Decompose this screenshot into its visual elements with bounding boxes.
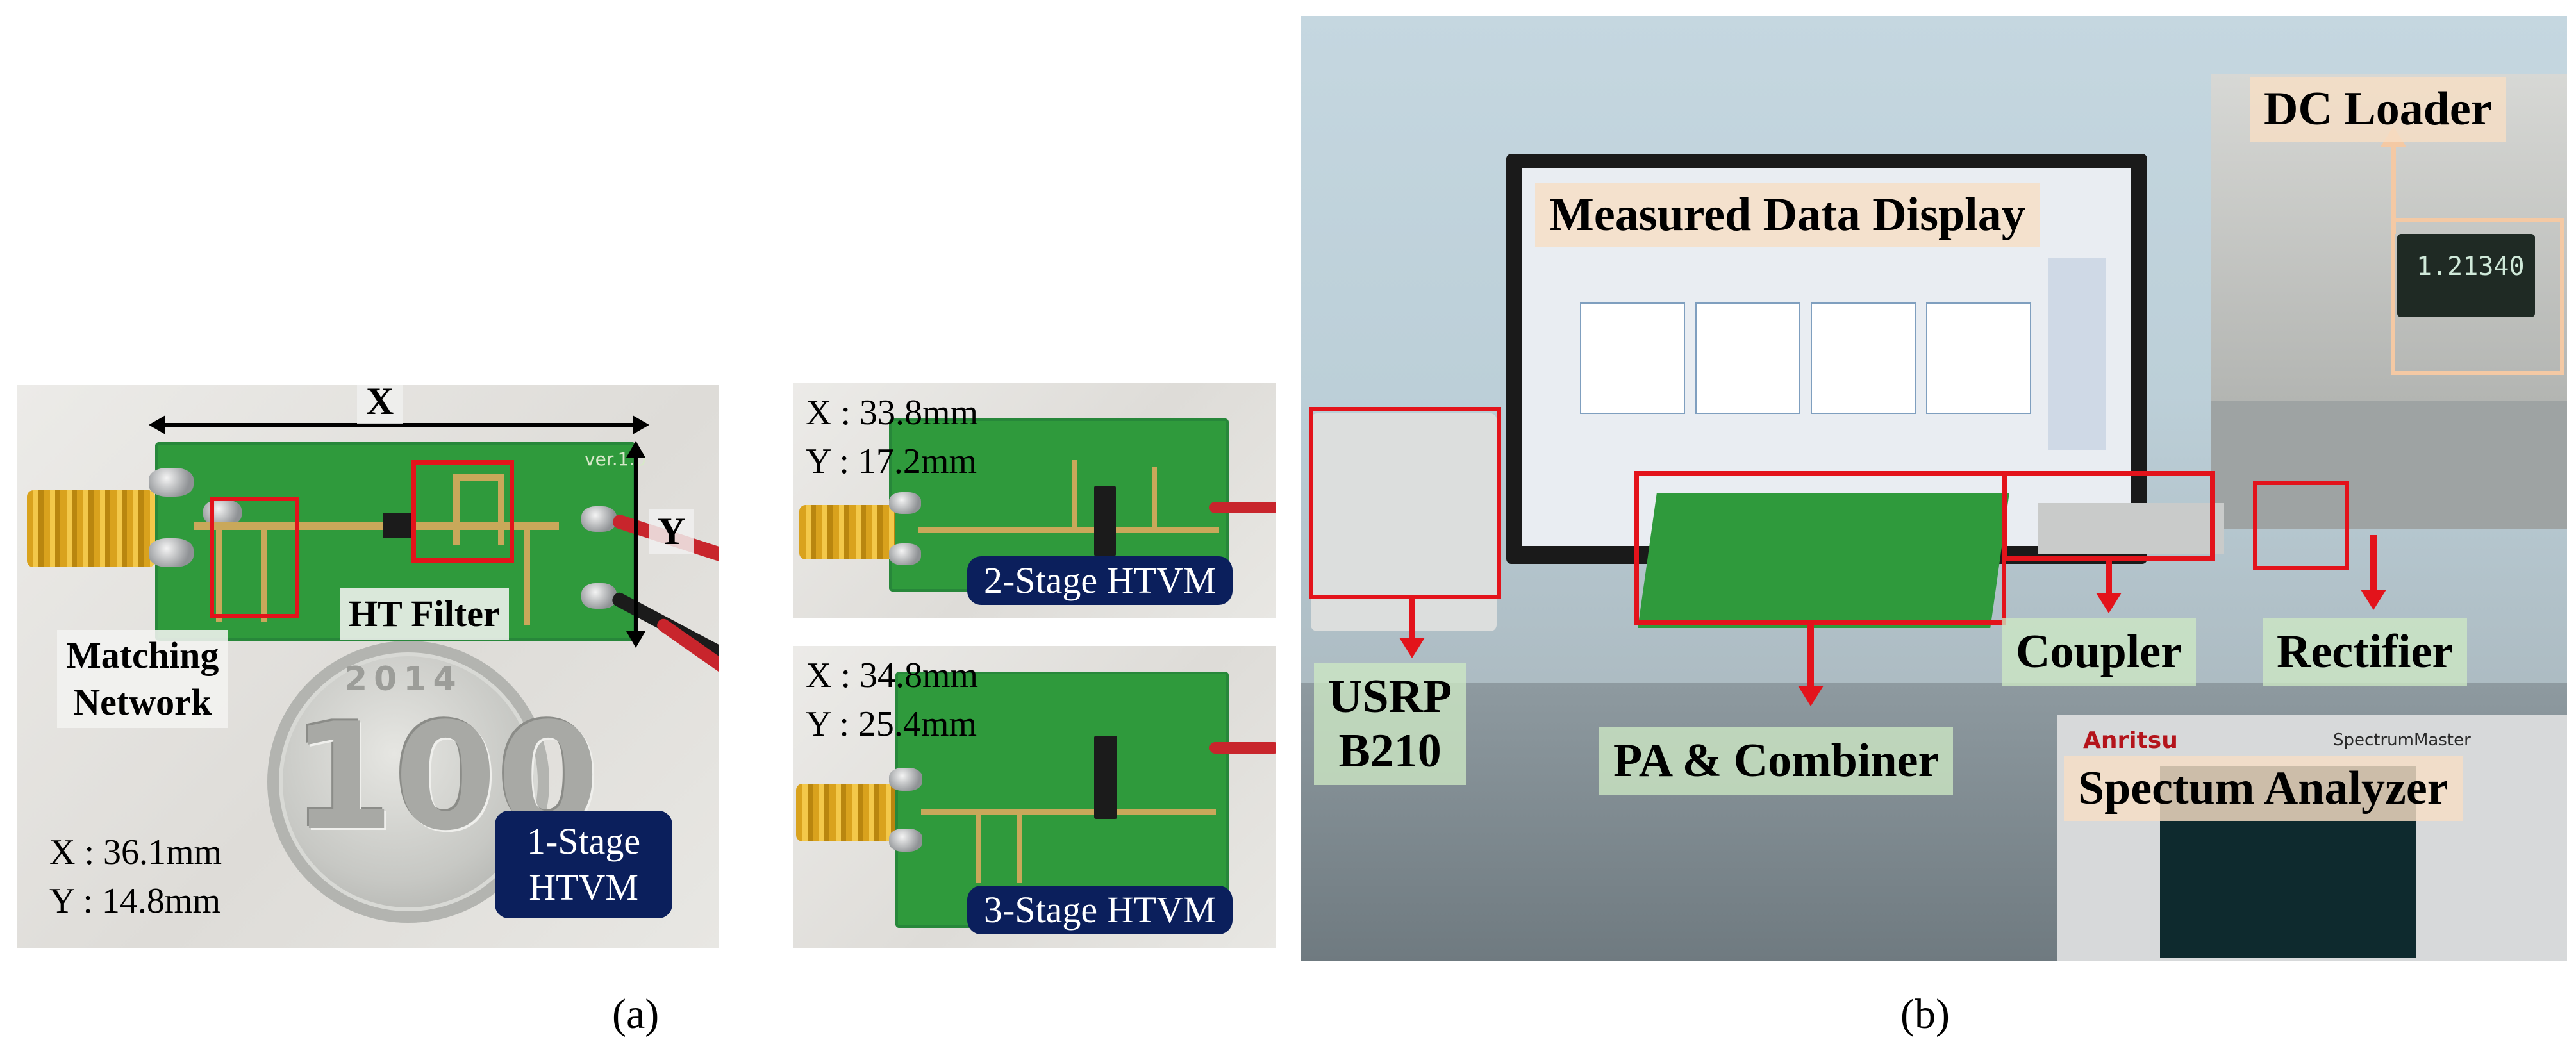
pcb-trace [261,526,267,622]
dc-loader-label: DC Loader [2250,77,2506,142]
pcb-trace [194,522,559,530]
sma-connector [796,784,895,841]
pa-combiner-box [1634,471,2006,625]
rectifier-box [2253,481,2349,570]
pcb-trace [460,474,504,481]
matching-network-box [210,497,299,618]
y-arrow-head-top [626,441,645,458]
instrument-stack [2211,401,2567,529]
plot-thumb [1580,302,1685,414]
dc-loader-readout: 1.21340 [2416,252,2525,281]
spectrum-analyzer-label: Spectum Analyzer [2064,756,2463,822]
photo-2-stage-htvm: X : 33.8mm Y : 17.2mm 2-Stage HTVM [793,383,1276,618]
usrp-b210-label: USRP B210 [1314,663,1467,786]
usrp-arrow [1409,596,1415,641]
pcb-trace [524,522,530,625]
caption-a: (a) [612,991,660,1038]
coupler-arrow-head [2096,593,2122,613]
solder-pad [581,506,617,532]
coupler-label: Coupler [2002,618,2196,686]
spectrum-analyzer: Anritsu SpectrumMaster [2057,715,2567,961]
pa-combiner-label: PA & Combiner [1599,727,1954,795]
y-arrow-head-bottom [626,631,645,648]
rectifier-arrow [2370,535,2377,593]
dc-loader-box [2391,218,2564,375]
usrp-arrow-head [1399,638,1425,658]
measured-data-display-label: Measured Data Display [1535,183,2040,248]
pcb-trace [498,474,504,545]
coupler-device [2038,503,2224,554]
badge-2-stage-htvm: 2-Stage HTVM [967,556,1233,605]
panel-b: 1.21340 Anritsu SpectrumMaster DC Loader… [1301,16,2567,961]
caption-b: (b) [1900,991,1950,1038]
plot-thumb [1926,302,2031,414]
panel-a: ver.1.0 X Y 100 2014 Matching Network HT… [17,383,1276,1038]
solder-pad [149,538,194,567]
diode-chip [1094,736,1117,819]
rectifier-label: Rectifier [2263,618,2468,686]
sma-connector [27,490,155,567]
dc-loader-display: 1.21340 [2397,234,2535,317]
y-dimension-arrow [634,449,638,634]
ht-filter-label: HT Filter [340,588,509,640]
pcb-trace [918,527,1219,533]
pcb-trace [216,526,222,622]
red-wire [1209,742,1276,754]
pcb-trace [921,809,1216,815]
pcb-trace [453,474,460,545]
pcb-trace [1152,467,1157,531]
solder-pad [889,829,922,852]
plot-thumb [1695,302,1800,414]
usrp-box [1309,407,1501,599]
solder-pad [889,492,921,514]
x-arrow-head-right [633,415,649,434]
pa-arrow-head [1798,686,1824,706]
matching-network-label: Matching Network [57,630,228,728]
sidebar-thumb [2048,258,2106,450]
solder-pad [889,543,921,565]
diode-chip [1094,486,1116,556]
pcb-trace [1017,813,1022,883]
pcb-trace [976,813,981,883]
pcb-board [895,672,1229,928]
analyzer-model: SpectrumMaster [2333,731,2471,750]
x-dimension-label: X [357,385,403,424]
solder-pad [581,583,617,609]
x-arrow-head-left [149,415,165,434]
y-dimension-label: Y [649,509,695,554]
badge-3-stage-htvm: 3-Stage HTVM [967,886,1233,934]
dimensions-2-stage: X : 33.8mm Y : 17.2mm [806,393,979,481]
pa-arrow [1807,622,1814,689]
coupler-arrow [2106,558,2112,596]
rectifier-arrow-head [2361,590,2386,610]
badge-1-stage-htvm: 1-Stage HTVM [495,811,673,918]
solder-pad [889,768,922,791]
pcb-trace [1072,460,1077,531]
sma-connector [799,505,895,559]
plot-thumb [1811,302,1916,414]
dc-loader-arrow [2391,144,2396,234]
coupler-box [2003,471,2215,561]
dimensions-3-stage: X : 34.8mm Y : 25.4mm [806,656,979,744]
ht-filter-box [411,460,514,563]
x-dimension-arrow [158,423,636,427]
photo-3-stage-htvm: X : 34.8mm Y : 25.4mm 3-Stage HTVM [793,646,1276,948]
coin-year: 2014 [344,660,463,699]
diode-chip [383,513,415,538]
dimensions-1-stage: X : 36.1mm Y : 14.8mm [49,832,222,921]
solder-pad [149,468,194,497]
red-wire [1209,502,1276,513]
analyzer-brand: Anritsu [2083,727,2178,754]
photo-1-stage-htvm: ver.1.0 X Y 100 2014 Matching Network HT… [17,385,719,948]
